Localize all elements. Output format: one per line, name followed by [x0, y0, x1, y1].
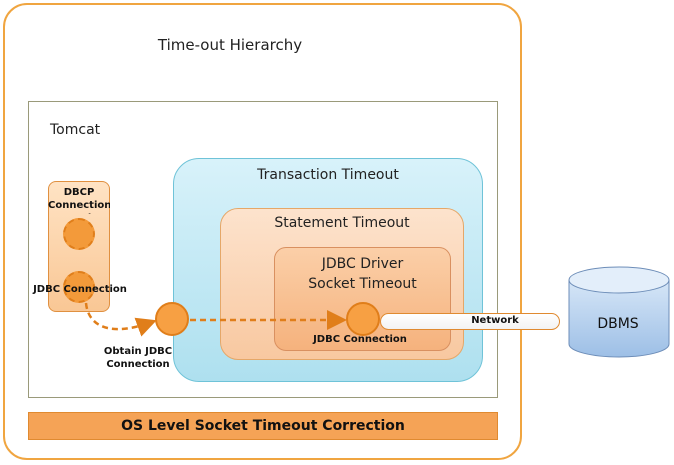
app-jdbc-connection-circle: [155, 302, 189, 336]
obtain-label-line1: Obtain JDBC: [103, 346, 173, 357]
dbms-label: DBMS: [597, 316, 639, 332]
transaction-timeout-label: Transaction Timeout: [257, 167, 399, 183]
pool-connection-circle-bottom: [63, 271, 95, 303]
obtain-connection-label: Obtain JDBC Connection: [88, 345, 188, 371]
jdbc-driver-label-line1: JDBC Driver: [321, 256, 404, 272]
jdbc-driver-label: JDBC Driver Socket Timeout: [274, 254, 451, 294]
jdbc-driver-label-line2: Socket Timeout: [308, 276, 417, 292]
dbms-cylinder: [568, 266, 670, 358]
pool-to-app-arrow: [84, 302, 157, 337]
tomcat-label: Tomcat: [50, 122, 101, 138]
pool-jdbc-connection-label: JDBC Connection: [33, 284, 127, 295]
statement-timeout-label: Statement Timeout: [274, 215, 410, 231]
network-label: Network: [471, 315, 519, 326]
obtain-label-line2: Connection: [106, 359, 170, 370]
os-level-socket-timeout-bar: OS Level Socket Timeout Correction: [28, 412, 498, 440]
network-pipe: [380, 313, 560, 330]
driver-jdbc-connection-circle: [346, 302, 380, 336]
dbcp-pool-label: DBCP Connection Pool: [48, 187, 110, 214]
diagram-title: Time-out Hierarchy: [157, 36, 303, 54]
driver-jdbc-connection-label: JDBC Connection: [313, 334, 407, 345]
pool-connection-circle-top: [63, 218, 95, 250]
